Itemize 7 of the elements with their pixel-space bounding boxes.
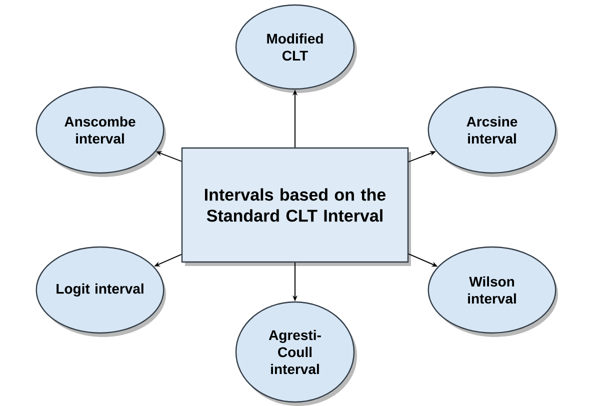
ellipse-node: Arcsine interval bbox=[428, 86, 558, 177]
ellipse-node: Agresti-Coull interval bbox=[235, 301, 357, 406]
ellipse-node: Wilson interval bbox=[428, 246, 558, 337]
ellipse-node: Logit interval bbox=[36, 246, 166, 337]
ellipse-node: Modified CLT bbox=[235, 4, 357, 93]
process-box: Intervals based on the Standard CLT Interval bbox=[181, 147, 411, 266]
ellipse-node: Anscombe interval bbox=[36, 86, 166, 177]
